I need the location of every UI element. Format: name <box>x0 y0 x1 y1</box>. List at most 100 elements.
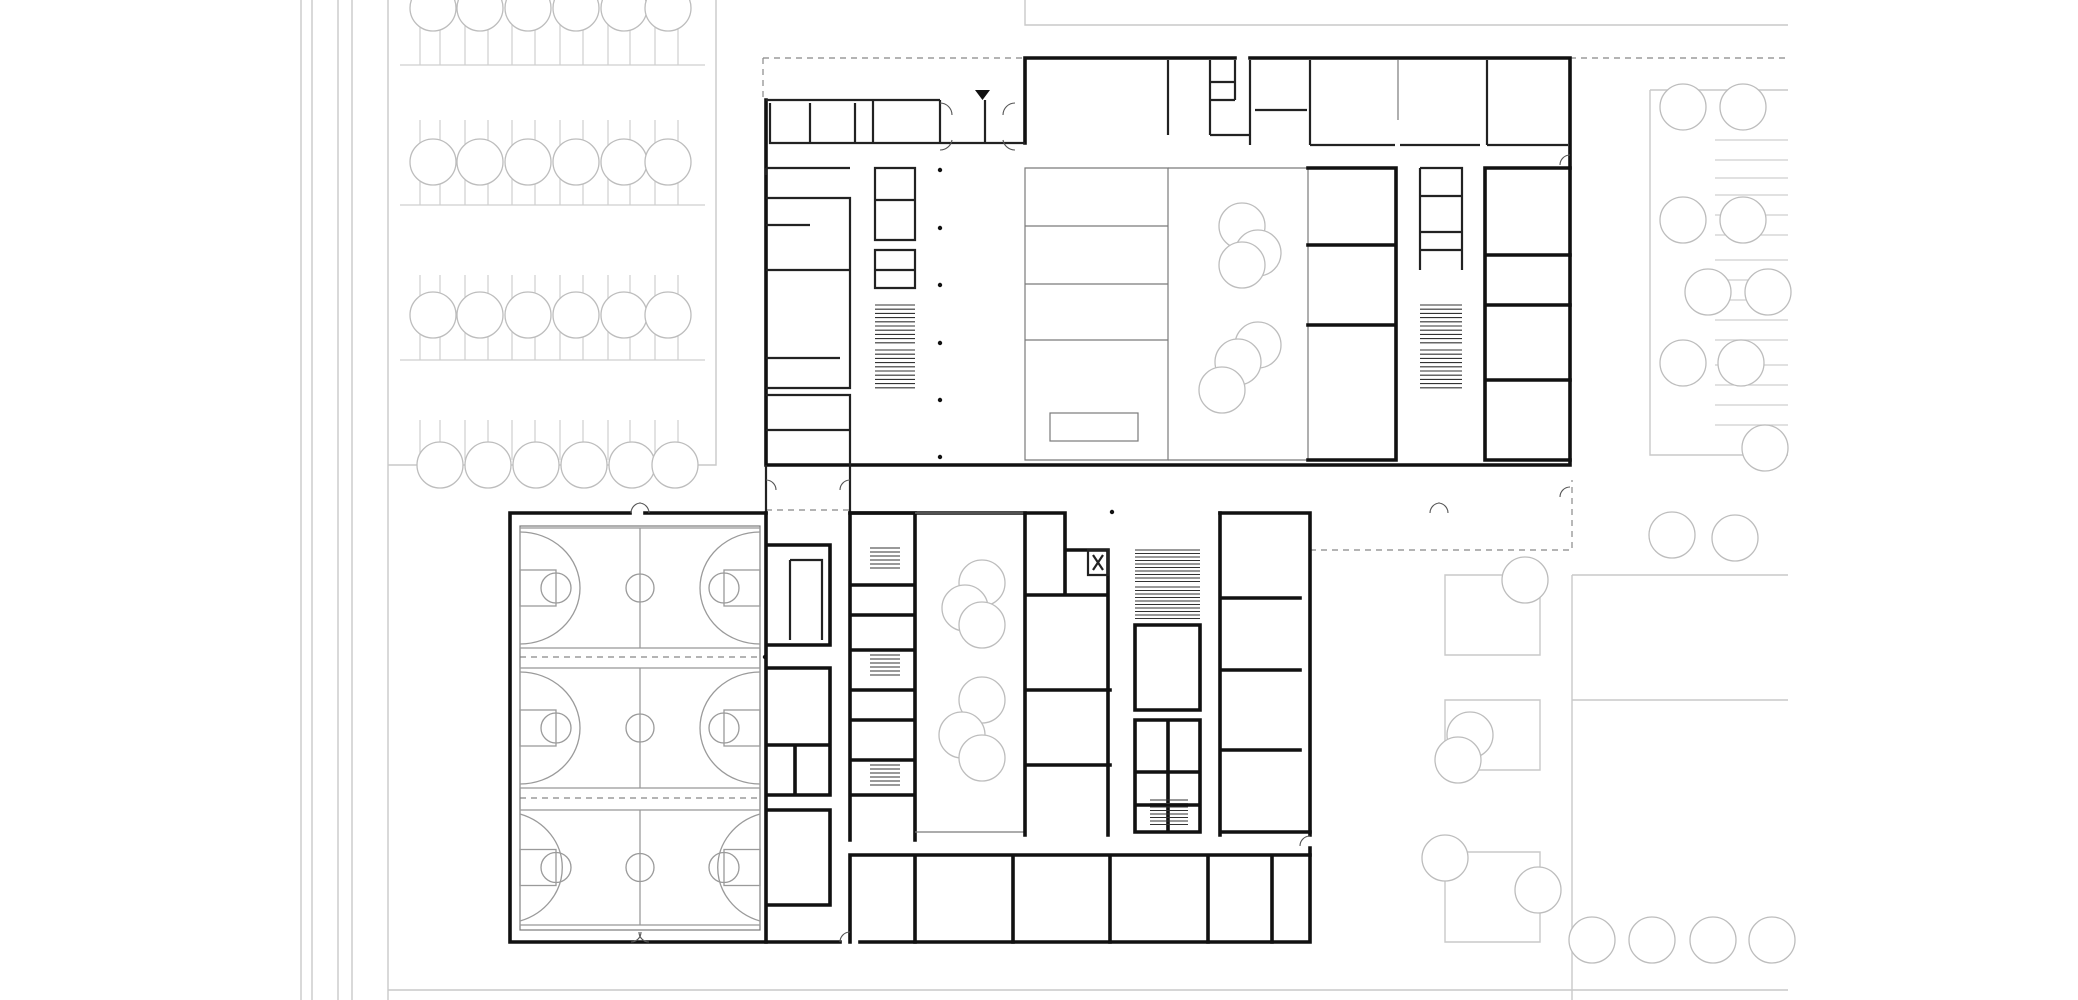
court-key-right <box>723 569 761 607</box>
door-swing-symbol <box>939 139 953 151</box>
door-swing-symbol <box>1002 102 1016 116</box>
court-three-point-arc <box>519 813 563 922</box>
tree-symbol <box>644 291 692 339</box>
court-key-right <box>723 848 761 887</box>
elevator-core <box>1086 548 1110 577</box>
south-west-rooms <box>764 511 832 944</box>
tree-symbol <box>1659 196 1707 244</box>
door-swing-symbol <box>1429 502 1441 514</box>
tree-symbol <box>1659 83 1707 131</box>
hall-column <box>762 654 768 660</box>
tree-symbol <box>409 138 457 186</box>
court-three-point-arc <box>699 671 761 785</box>
tree-symbol <box>504 0 552 32</box>
court-free-throw-circle <box>708 851 740 884</box>
hall-column <box>1109 509 1115 515</box>
south-service-core <box>1133 623 1202 834</box>
tree-symbol <box>1711 514 1759 562</box>
tree-symbol <box>1514 866 1562 914</box>
court-free-throw-circle <box>708 712 740 744</box>
west-connector <box>764 465 852 513</box>
court-center-circle <box>625 573 655 603</box>
hall-column <box>937 454 943 460</box>
court-free-throw-circle <box>708 572 740 604</box>
court-center-circle <box>625 713 655 743</box>
courtyard-south <box>915 512 1026 833</box>
door-swing-symbol <box>638 931 650 943</box>
link-canopy-outline <box>765 480 850 513</box>
door-swing-symbol <box>1559 486 1571 498</box>
north-wing-outline <box>764 56 1572 467</box>
tree-symbol <box>416 441 464 489</box>
tree-symbol <box>1717 339 1765 387</box>
tree-symbol <box>600 138 648 186</box>
hall-column <box>937 282 943 288</box>
court-three-point-arc <box>519 531 581 645</box>
court-three-point-arc <box>519 671 581 785</box>
parking-stalls <box>400 20 1788 460</box>
door-swing-symbol <box>839 479 851 491</box>
tree-symbol <box>552 0 600 32</box>
court-center-circle <box>625 852 655 883</box>
tree-symbol <box>552 291 600 339</box>
tree-symbol <box>651 441 699 489</box>
tree-symbol <box>644 138 692 186</box>
north-east-classrooms <box>1483 166 1572 462</box>
door-swing-symbol <box>1299 835 1311 847</box>
trees <box>409 0 1796 964</box>
hall-columns <box>762 167 1115 660</box>
door-swing-symbol <box>630 502 642 514</box>
tree-symbol <box>1741 424 1789 472</box>
tree-symbol <box>456 0 504 32</box>
south-toilets <box>788 558 824 640</box>
tree-symbol <box>1659 339 1707 387</box>
tree-symbol <box>1434 736 1482 784</box>
door-swing-symbol <box>1002 139 1016 151</box>
tree-symbol <box>1744 268 1792 316</box>
court-key-left <box>519 569 557 607</box>
stairs <box>870 304 1462 826</box>
toilet-stack-1 <box>848 511 917 842</box>
tree-symbol <box>1748 916 1796 964</box>
tree-symbol <box>1568 916 1616 964</box>
tree-symbol <box>600 291 648 339</box>
building <box>508 56 1788 944</box>
tree-symbol <box>958 734 1006 782</box>
stage-platform <box>1049 412 1139 442</box>
north-corridor-walls <box>764 166 917 290</box>
entry-arrow-icon <box>975 90 990 100</box>
tree-symbol <box>608 441 656 489</box>
tree-symbol <box>512 441 560 489</box>
door-swing-symbol <box>939 102 953 116</box>
door-swing-symbol <box>630 931 642 943</box>
tree-symbol <box>1684 268 1732 316</box>
court-free-throw-circle <box>540 712 572 744</box>
tree-symbol <box>1689 916 1737 964</box>
tree-symbol <box>409 291 457 339</box>
entrance-canopy-outline <box>762 57 1025 100</box>
doors <box>630 102 1571 943</box>
tree-symbol <box>409 0 457 32</box>
tree-symbol <box>464 441 512 489</box>
hall-column <box>937 340 943 346</box>
north-east-service-rooms <box>1418 166 1464 270</box>
tree-symbol <box>560 441 608 489</box>
north-top-room-walls <box>1166 60 1568 147</box>
tree-symbol <box>1198 366 1246 414</box>
court-three-point-arc <box>699 531 761 645</box>
south-canopy-outline <box>1310 480 1573 551</box>
court-free-throw-circle <box>540 851 572 884</box>
tree-symbol <box>1719 83 1767 131</box>
tree-symbol <box>504 291 552 339</box>
door-swing-symbol <box>839 931 851 943</box>
court-key-left <box>519 848 557 887</box>
hall-column <box>937 167 943 173</box>
central-hall-grid <box>1024 167 1169 461</box>
tree-symbol <box>1421 834 1469 882</box>
tree-symbol <box>1218 241 1266 289</box>
tree-symbol <box>1648 511 1696 559</box>
door-swing-symbol <box>638 502 650 514</box>
tree-symbol <box>1719 196 1767 244</box>
